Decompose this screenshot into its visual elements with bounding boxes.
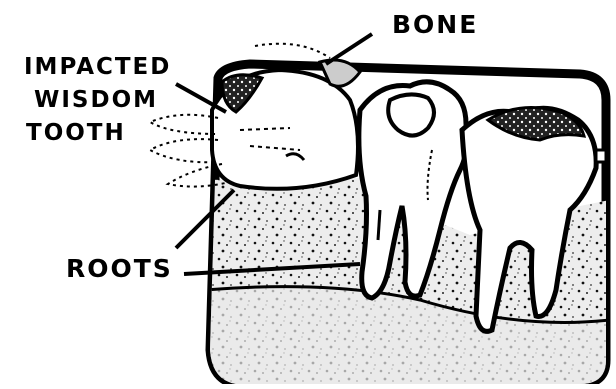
- impacted-wisdom-tooth-label: IMPACTED WISDOM TOOTH: [24, 56, 214, 125]
- bone-leader: [326, 34, 372, 64]
- impacted-label-line1: IMPACTED: [24, 56, 214, 79]
- bone-label: BONE: [392, 12, 478, 37]
- impacted-label-line2: WISDOM: [34, 89, 224, 112]
- impacted-label-line3: TOOTH: [26, 122, 216, 145]
- roots-label: ROOTS: [66, 256, 173, 281]
